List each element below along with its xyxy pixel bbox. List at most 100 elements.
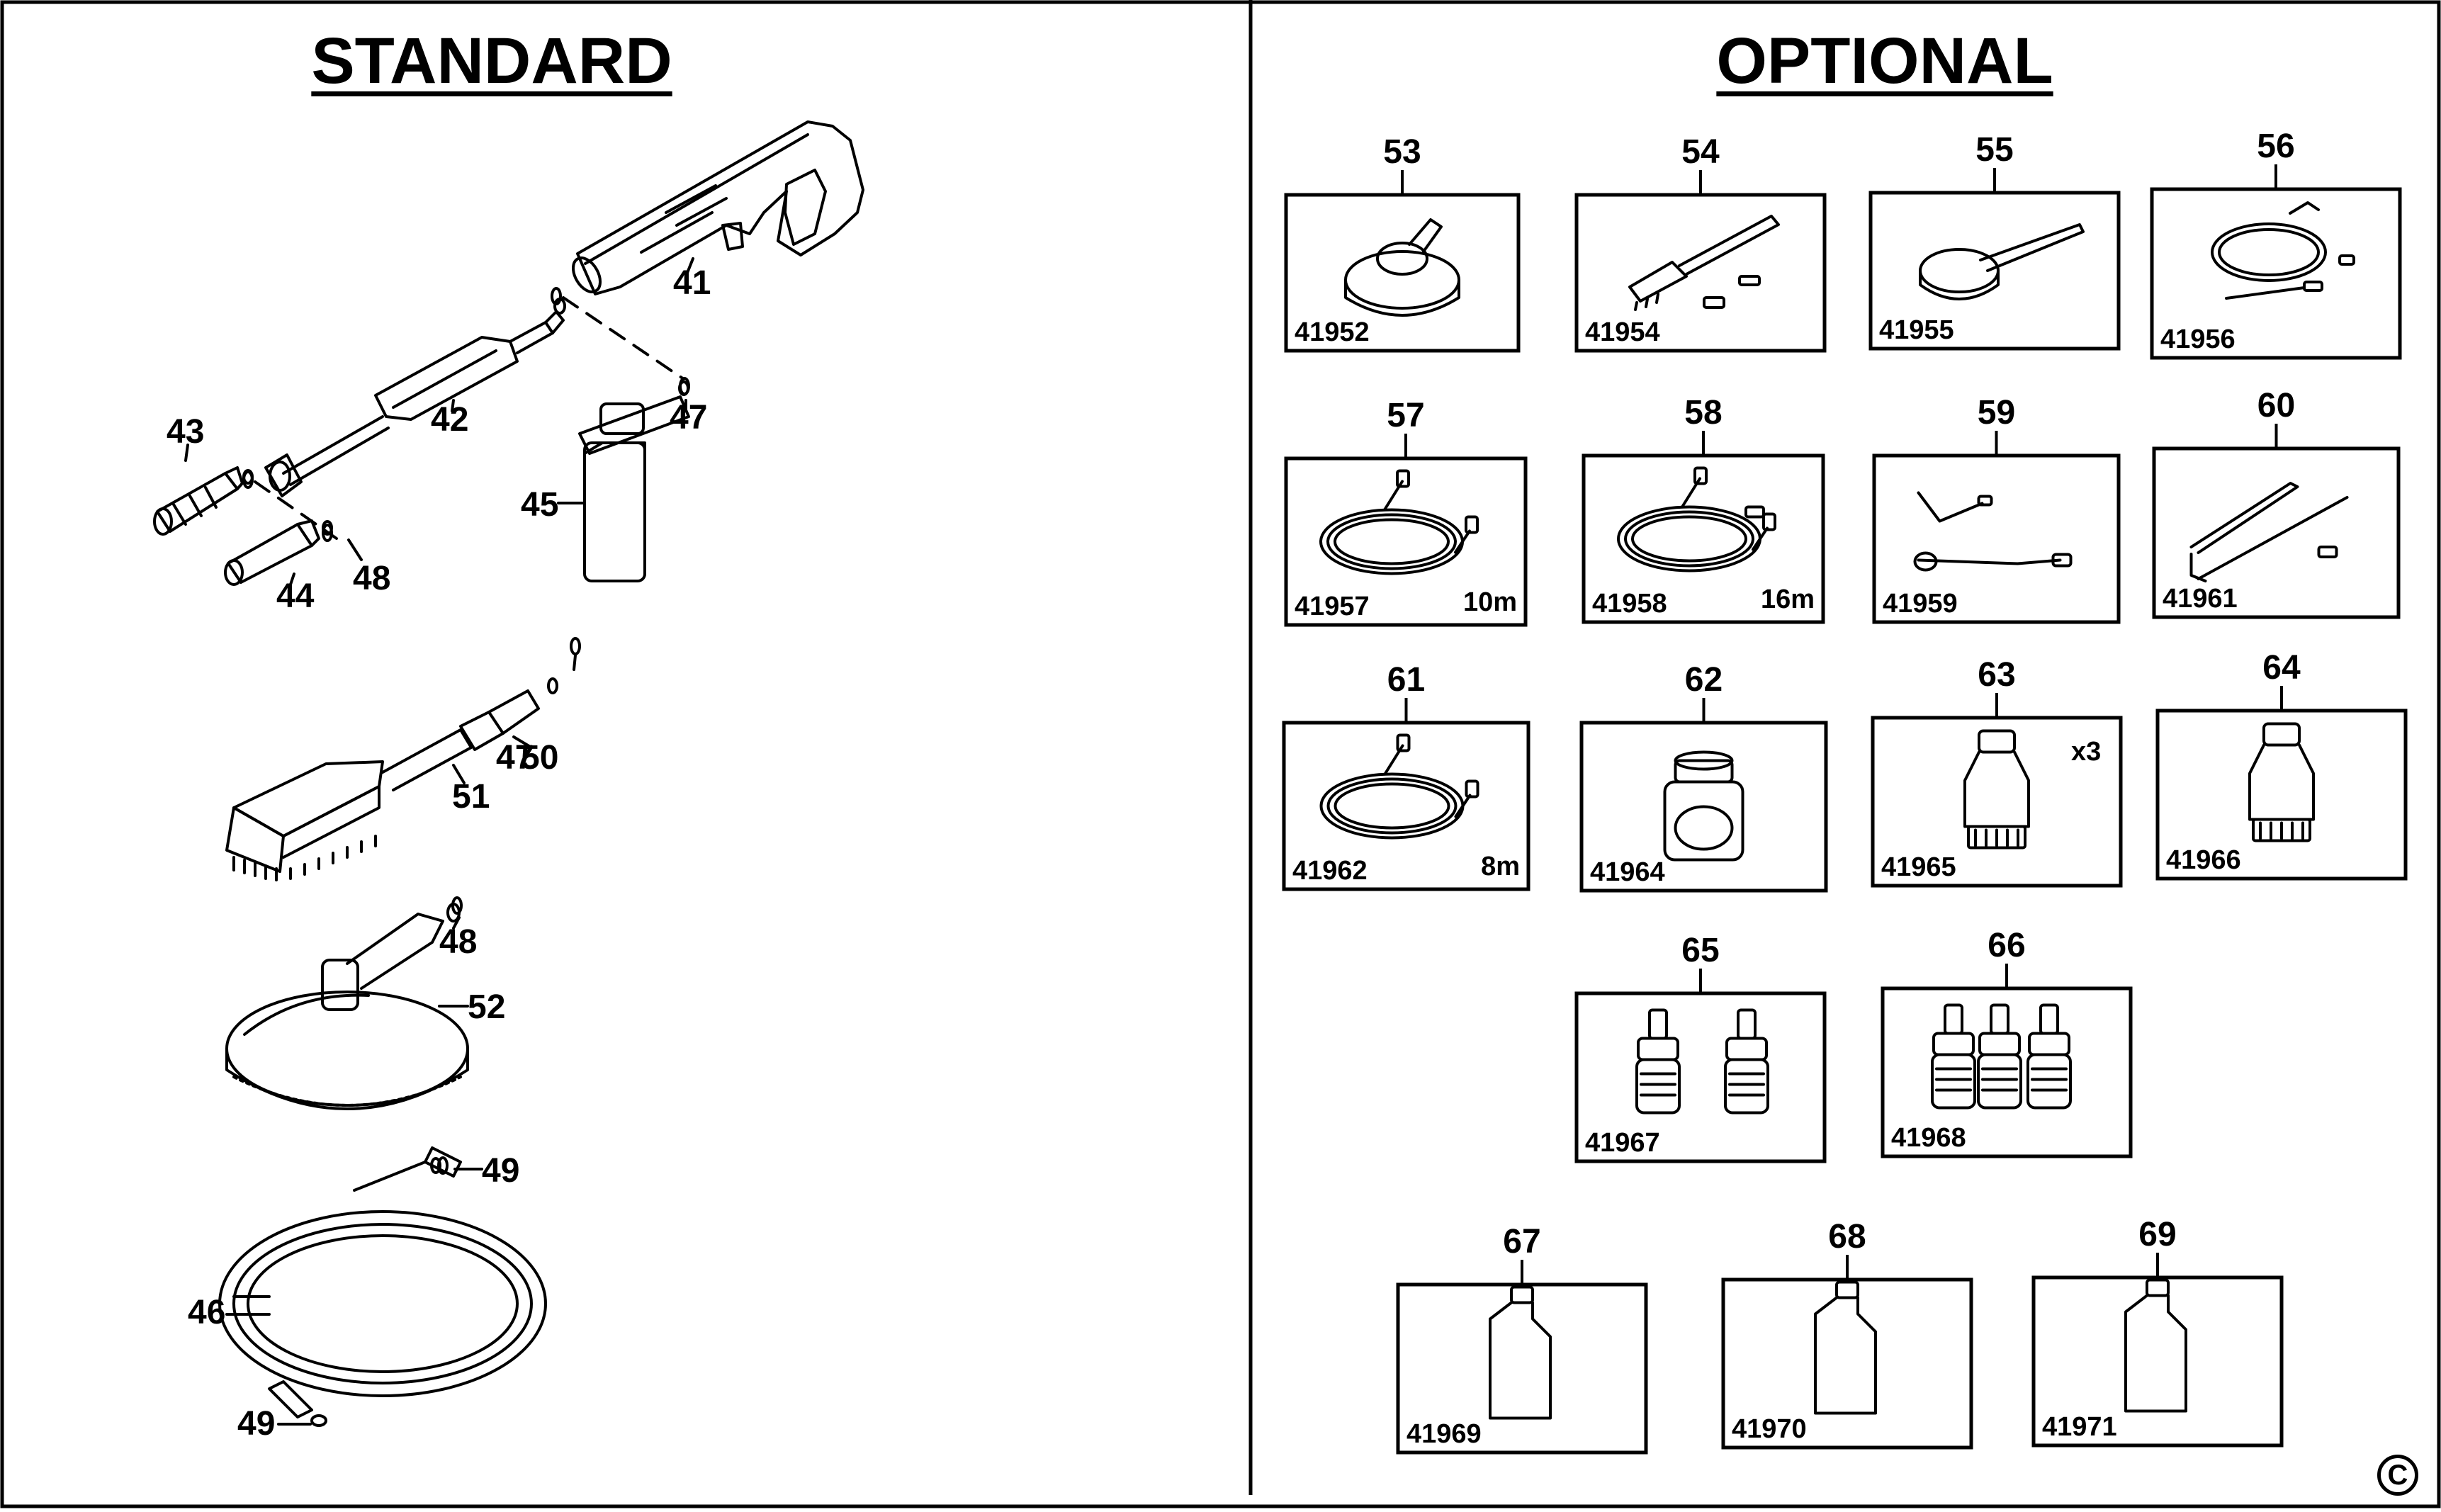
accessory-code: 41964 bbox=[1590, 857, 1665, 887]
accessory-note: x3 bbox=[2071, 737, 2101, 767]
part-ref: 43 bbox=[167, 413, 204, 451]
accessory-note: 8m bbox=[1481, 852, 1520, 881]
accessory-code: 41962 bbox=[1292, 856, 1368, 886]
part-ref: 48 bbox=[353, 560, 390, 597]
part-ref: 49 bbox=[237, 1405, 275, 1443]
part-ref: 42 bbox=[431, 401, 468, 439]
nozzle-icon bbox=[2248, 722, 2315, 842]
pipe-cleaner-icon bbox=[2211, 201, 2355, 300]
hose-adapter-icon bbox=[1617, 466, 1776, 572]
accessory-code: 41961 bbox=[2163, 584, 2238, 614]
copyright-symbol: C bbox=[2377, 1455, 2418, 1496]
optional-item: 56 41956 bbox=[2150, 128, 2402, 360]
part-ref: 52 bbox=[468, 988, 505, 1026]
connector-icon bbox=[1663, 750, 1744, 862]
accessory-code: 41957 bbox=[1295, 592, 1370, 621]
accessory-ref: 58 bbox=[1684, 394, 1722, 431]
assembly-line bbox=[562, 296, 685, 380]
detergent-bottle-icon bbox=[1814, 1280, 1877, 1415]
o-ring-48-drawing bbox=[322, 524, 333, 542]
accessory-ref: 56 bbox=[2257, 128, 2294, 165]
spray-gun-drawing bbox=[572, 120, 864, 295]
part-ref: 44 bbox=[276, 577, 315, 615]
optional-item: 57 41957 10m bbox=[1284, 397, 1528, 627]
extension-lance-icon bbox=[2189, 482, 2349, 582]
accessory-ref: 63 bbox=[1978, 656, 2015, 694]
optional-item: 58 41958 16m bbox=[1582, 394, 1825, 624]
optional-item: 66 41968 bbox=[1881, 927, 2133, 1158]
accessory-code: 41969 bbox=[1406, 1419, 1482, 1449]
brush-drawing bbox=[225, 637, 581, 881]
extension-hose-icon bbox=[1319, 733, 1479, 840]
rotary-brush-icon bbox=[1919, 223, 2085, 300]
optional-title: OPTIONAL bbox=[1716, 25, 2053, 97]
accessory-ref: 59 bbox=[1978, 394, 2015, 431]
optional-item: 55 41955 bbox=[1868, 131, 2121, 351]
optional-item: 68 41970 bbox=[1721, 1218, 1973, 1450]
accessory-ref: 68 bbox=[1828, 1218, 1866, 1256]
accessory-ref: 53 bbox=[1383, 133, 1421, 171]
accessory-code: 41956 bbox=[2160, 325, 2236, 354]
detergent-bottle-icon bbox=[2124, 1278, 2187, 1413]
part-ref: 48 bbox=[439, 923, 477, 961]
part-ref: 51 bbox=[452, 778, 490, 816]
part-ref: 49 bbox=[482, 1152, 519, 1190]
accessory-ref: 64 bbox=[2262, 649, 2301, 687]
nozzle-icon bbox=[1963, 729, 2030, 850]
part-ref: 45 bbox=[521, 486, 558, 524]
optional-item: 63 41965 x3 bbox=[1871, 656, 2123, 888]
optional-item: 54 41954 bbox=[1574, 133, 1827, 353]
patio-cleaner-drawing bbox=[225, 896, 469, 1110]
accessory-code: 41965 bbox=[1881, 852, 1956, 882]
part-ref: 47 bbox=[670, 399, 707, 436]
accessory-ref: 54 bbox=[1681, 133, 1720, 171]
accessory-code: 41959 bbox=[1883, 589, 1958, 619]
accessory-code: 41954 bbox=[1585, 317, 1660, 347]
accessory-code: 41966 bbox=[2166, 845, 2241, 875]
accessory-code: 41970 bbox=[1732, 1414, 1807, 1444]
accessory-ref: 65 bbox=[1681, 932, 1719, 969]
part-ref: 47 bbox=[496, 739, 534, 777]
adjustable-nozzle-drawing bbox=[224, 519, 333, 586]
accessory-ref: 55 bbox=[1975, 131, 2013, 169]
accessory-code: 41971 bbox=[2042, 1412, 2117, 1442]
optional-item: 67 41969 bbox=[1396, 1223, 1648, 1455]
accessory-ref: 66 bbox=[1988, 927, 2025, 964]
detergent-bottle-icon bbox=[1489, 1285, 1552, 1420]
patio-cleaner-icon bbox=[1344, 218, 1460, 317]
optional-item: 59 41959 bbox=[1872, 394, 2121, 624]
accessory-code: 41967 bbox=[1585, 1128, 1660, 1158]
hose-drawing bbox=[218, 1146, 547, 1427]
adapter-set-icon bbox=[1931, 1003, 2072, 1110]
accessory-note: 10m bbox=[1463, 587, 1517, 617]
accessory-ref: 69 bbox=[2138, 1216, 2176, 1253]
optional-item: 64 41966 bbox=[2155, 649, 2408, 881]
rotary-nozzle-drawing bbox=[153, 466, 254, 536]
hose-icon bbox=[1319, 469, 1479, 575]
accessory-code: 41968 bbox=[1891, 1123, 1966, 1153]
accessory-ref: 62 bbox=[1685, 661, 1723, 699]
accessory-note: 16m bbox=[1761, 585, 1815, 614]
accessory-ref: 67 bbox=[1503, 1223, 1540, 1260]
part-ref: 50 bbox=[521, 739, 558, 777]
lance-drawing bbox=[264, 298, 566, 497]
optional-item: 61 41962 8m bbox=[1282, 661, 1530, 891]
part-ref: 41 bbox=[673, 264, 711, 302]
assembly-line bbox=[254, 480, 338, 540]
optional-item: 69 41971 bbox=[2031, 1216, 2284, 1448]
accessory-code: 41955 bbox=[1879, 315, 1954, 345]
adapter-pair-icon bbox=[1635, 1008, 1769, 1115]
part-ref: 46 bbox=[188, 1294, 225, 1331]
accessory-ref: 57 bbox=[1387, 397, 1424, 434]
optional-item: 65 41967 bbox=[1574, 932, 1827, 1163]
accessory-code: 41958 bbox=[1592, 589, 1667, 619]
optional-item: 62 41964 bbox=[1579, 661, 1828, 893]
angled-lance-icon bbox=[1913, 491, 2073, 572]
accessory-ref: 61 bbox=[1387, 661, 1425, 699]
